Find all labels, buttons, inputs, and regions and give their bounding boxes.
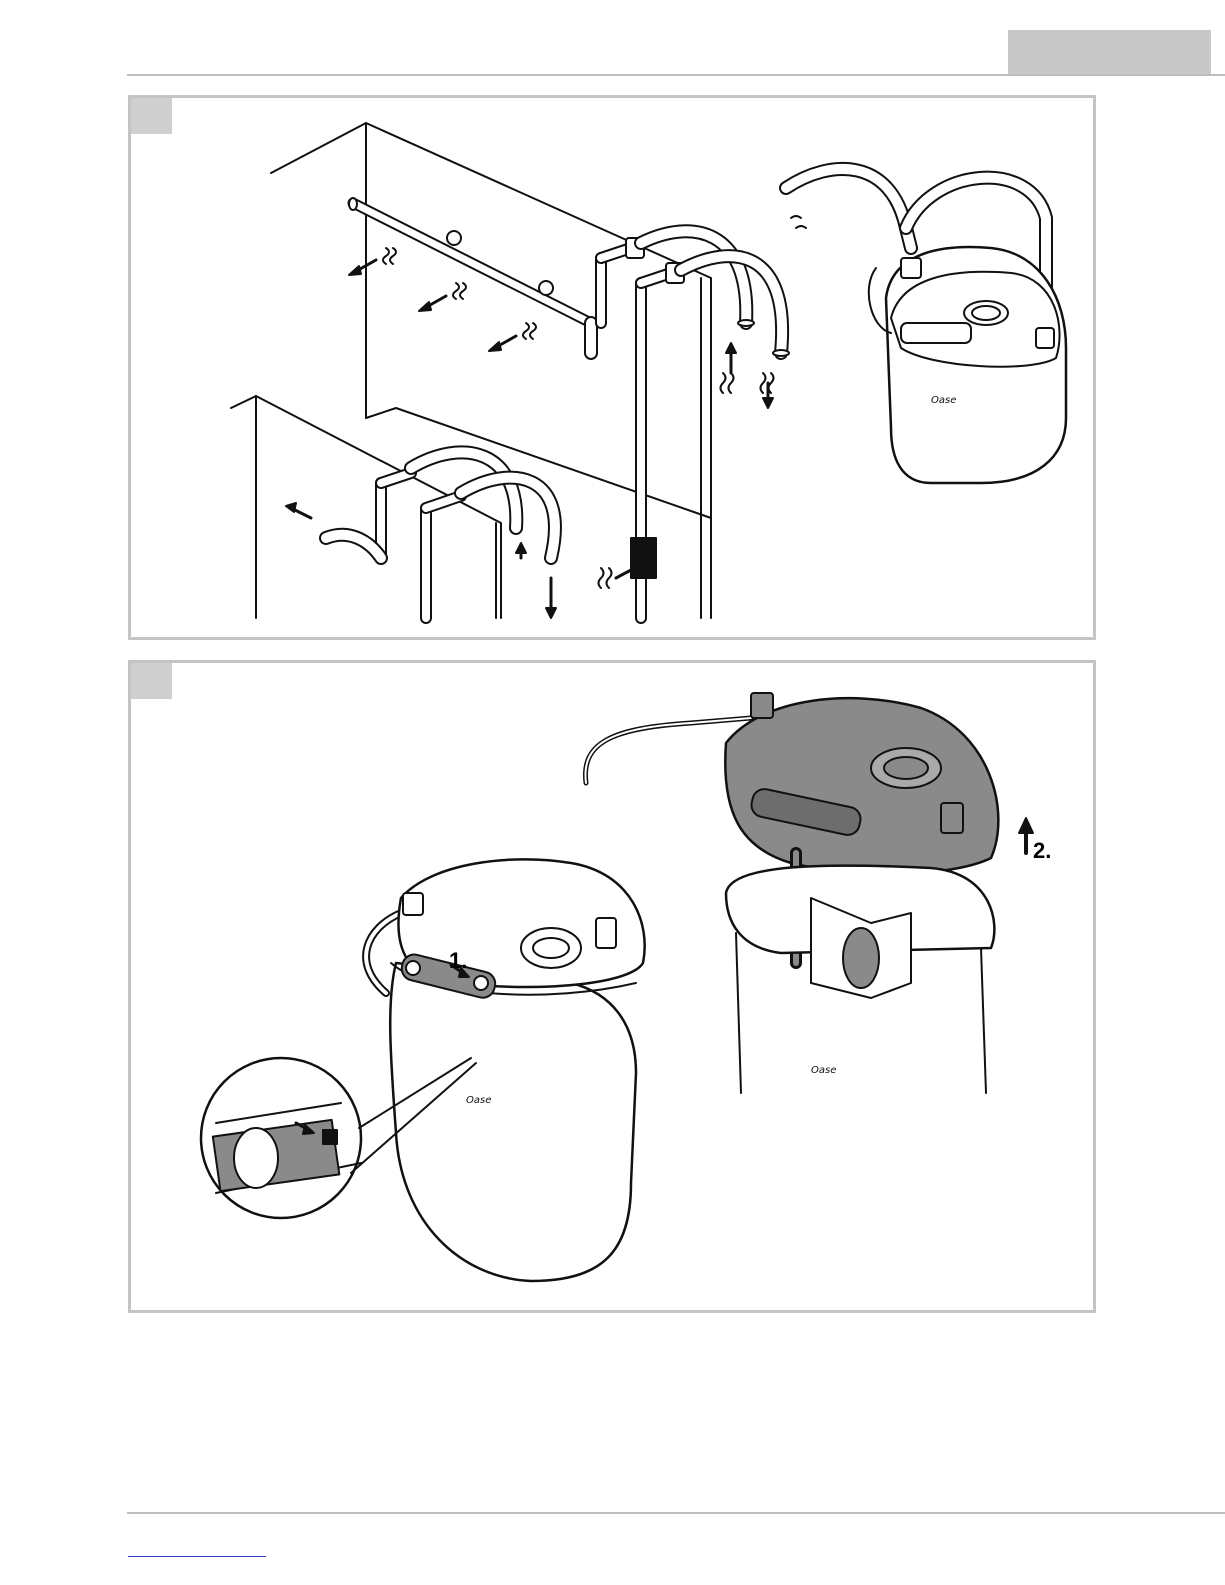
installation-illustration: Oase [131,98,1093,637]
footer-link[interactable] [128,1555,266,1557]
filter-assembled: Oase [366,859,645,1281]
lower-aquarium [231,396,501,618]
filter-unit-top: Oase [786,169,1066,483]
lower-hoses [286,452,556,618]
footer-rule [127,1512,1225,1514]
outflow-arrows [349,248,536,351]
step-2-label: 2. [1033,838,1051,864]
svg-text:Oase: Oase [811,1065,836,1076]
figure-panel-2: Oase [128,660,1096,1313]
lift-arrow-icon [1019,818,1033,853]
header-rule [127,74,1225,76]
upper-hoses [599,231,790,618]
svg-text:Oase: Oase [466,1095,491,1106]
filter-basin: Oase [726,866,994,1093]
figure-panel-1: Oase [128,95,1096,640]
step-1-label: 1. [449,948,467,974]
header-tab [1008,30,1211,75]
svg-text:Oase: Oase [931,395,956,406]
lid-removal-illustration: Oase [131,663,1093,1310]
spray-bar [349,198,591,353]
